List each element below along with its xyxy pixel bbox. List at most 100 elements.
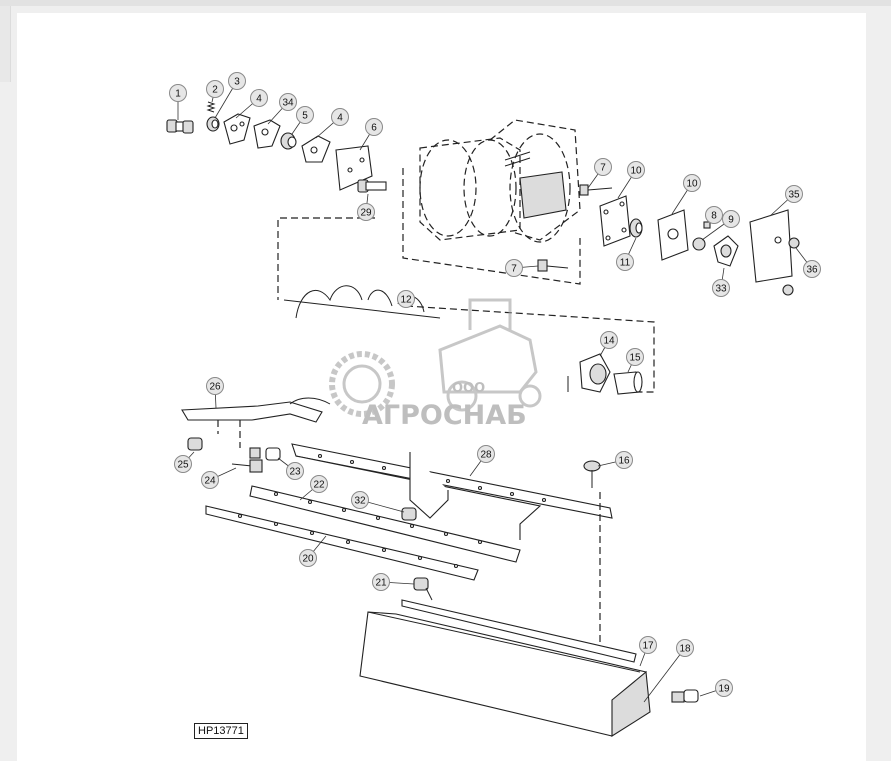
callout-circle (397, 290, 415, 308)
callout-number: 32 (354, 496, 366, 507)
callout-circle (712, 279, 730, 297)
callout-number: 12 (400, 295, 412, 306)
part-trough-17 (359, 611, 651, 737)
callout-number: 5 (302, 111, 308, 122)
callout-number: 34 (282, 98, 294, 109)
callout-number: 35 (788, 190, 800, 201)
part-bearing-14 (567, 353, 611, 393)
callout-circle (331, 108, 349, 126)
callout-number: 10 (630, 166, 642, 177)
part-flange-10a (599, 195, 631, 247)
callout-circle (357, 203, 375, 221)
part-nut-25 (187, 437, 203, 451)
callout-15: 15 (626, 348, 644, 373)
callout-circle (594, 158, 612, 176)
part-nut-36 (782, 237, 800, 296)
part-washer-9 (692, 237, 706, 251)
part-bearing-33 (713, 235, 739, 267)
callout-circle (351, 491, 369, 509)
part-flange-10b (657, 209, 689, 261)
part-plate-34 (253, 119, 281, 149)
watermark-logo: ООО АГРОСНАБ (329, 298, 542, 431)
callout-16: 16 (597, 451, 633, 469)
part-grease-8 (703, 221, 711, 229)
assembly-line-bearing (405, 305, 655, 393)
part-strip-22 (249, 485, 521, 563)
part-cover-35 (749, 209, 793, 283)
callout-circle (803, 260, 821, 278)
callout-circle (705, 206, 723, 224)
callout-14: 14 (599, 331, 618, 357)
callout-25: 25 (174, 451, 195, 473)
callout-number: 4 (337, 113, 343, 124)
callout-9: 9 (701, 210, 740, 241)
callout-circle (169, 84, 187, 102)
callout-circle (505, 259, 523, 277)
callout-number: 33 (715, 284, 727, 295)
watermark-name: АГРОСНАБ (362, 400, 527, 431)
callout-number: 9 (728, 215, 734, 226)
callout-34: 34 (267, 93, 297, 125)
callout-number: 1 (175, 89, 181, 100)
part-sleeve-15 (613, 371, 643, 395)
callout-circle (616, 253, 634, 271)
part-bolt-21 (413, 577, 433, 601)
callout-circle (676, 639, 694, 657)
callout-leader (643, 647, 686, 703)
figure-id-label: HP13771 (194, 723, 248, 739)
callout-36: 36 (795, 247, 821, 278)
part-bolt-19 (671, 689, 699, 703)
callout-6: 6 (359, 118, 383, 151)
callout-circle (627, 161, 645, 179)
part-bushing-3 (206, 116, 220, 132)
callout-23: 23 (277, 457, 304, 480)
part-rail-28 (291, 443, 613, 540)
callout-10: 10 (671, 174, 701, 215)
callout-number: 17 (642, 641, 654, 652)
callout-24: 24 (201, 467, 237, 489)
callout-number: 26 (209, 382, 221, 393)
callout-circle (615, 451, 633, 469)
callout-number: 14 (603, 336, 615, 347)
callout-20: 20 (299, 535, 327, 567)
part-bearing-5 (280, 132, 297, 150)
callout-circle (626, 348, 644, 366)
callout-circle (683, 174, 701, 192)
callout-circle (365, 118, 383, 136)
part-bolt-7-bottom (537, 259, 569, 272)
callout-circle (722, 210, 740, 228)
callout-12: 12 (397, 290, 415, 308)
callout-number: 21 (375, 578, 387, 589)
callout-circle (279, 93, 297, 111)
callout-circle (639, 636, 657, 654)
part-arm-26 (181, 397, 331, 448)
callout-22: 22 (299, 475, 328, 501)
part-nut-bolt-1 (166, 119, 194, 134)
callout-number: 18 (679, 644, 691, 655)
callout-circle (201, 471, 219, 489)
callout-3: 3 (214, 72, 246, 119)
callout-number: 28 (480, 450, 492, 461)
callout-33: 33 (712, 267, 730, 297)
callout-number: 11 (620, 258, 631, 269)
callout-5: 5 (291, 106, 314, 135)
callout-number: 20 (302, 554, 314, 565)
callout-number: 4 (256, 94, 262, 105)
assembly-line-auger (277, 217, 375, 300)
callout-21: 21 (372, 573, 415, 591)
part-strip-18 (401, 599, 637, 663)
callout-28: 28 (469, 445, 495, 477)
callout-4: 4 (315, 108, 349, 139)
part-bolt-29 (357, 179, 387, 193)
callout-32: 32 (351, 491, 405, 513)
callout-17: 17 (639, 636, 657, 667)
gearbox-housing (402, 119, 581, 285)
parts-exploded-diagram: ООО АГРОСНАБ 123434546297101089351173336… (166, 72, 821, 737)
callout-circle (785, 185, 803, 203)
part-bushing-11 (629, 218, 643, 238)
callout-7: 7 (587, 158, 612, 189)
callout-19: 19 (699, 679, 733, 697)
browser-top-strip (0, 0, 891, 6)
callout-11: 11 (616, 237, 637, 271)
